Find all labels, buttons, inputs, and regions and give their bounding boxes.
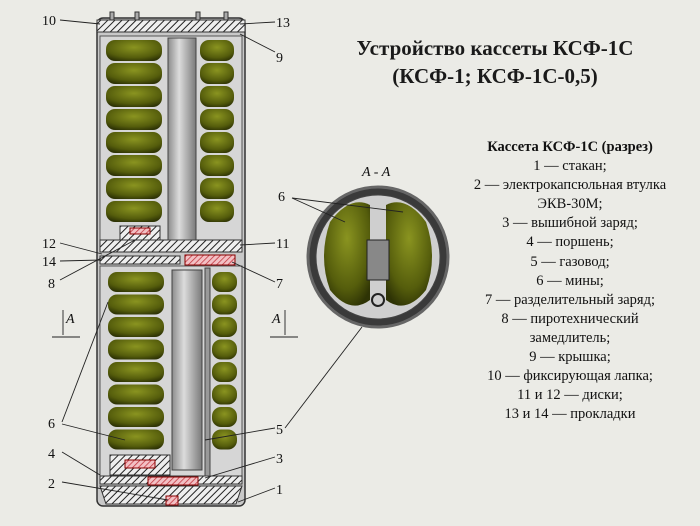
mine: [212, 407, 237, 427]
legend: Кассета КСФ-1С (разрез) 1 — стакан; 2 — э…: [445, 138, 695, 424]
mine: [108, 339, 164, 360]
callout-3: 3: [276, 452, 283, 467]
title-line-2: (КСФ-1; КСФ-1С-0,5): [392, 64, 598, 88]
legend-item: 8 — пиротехнический: [501, 310, 639, 327]
mine: [212, 429, 237, 450]
separating-charge: [184, 254, 236, 266]
leader-lines: [52, 19, 404, 503]
callout-12: 12: [42, 237, 56, 252]
section-a-a: A - A: [306, 165, 450, 329]
legend-heading: Кассета КСФ-1С (разрез): [487, 139, 653, 155]
mine: [200, 201, 234, 222]
title-line-1: Устройство кассеты КСФ-1С: [356, 36, 634, 60]
mine: [108, 407, 164, 427]
mine: [200, 132, 234, 153]
cup-bottom: [99, 485, 243, 505]
mine: [106, 109, 162, 130]
mines: [106, 40, 237, 450]
legend-item: 4 — поршень;: [526, 234, 614, 251]
section-label: A - A: [361, 165, 391, 180]
mine: [108, 362, 164, 382]
callout-2: 2: [48, 477, 55, 492]
mine: [212, 384, 237, 405]
callouts: 10 13 9 12 14 8 11 7 A A 6 5 4 3 2 1 6: [42, 14, 290, 498]
mine: [108, 317, 164, 337]
callout-6-lower: 6: [48, 417, 55, 432]
disk-12: [99, 255, 181, 265]
mine: [200, 109, 234, 130]
mine: [200, 86, 234, 107]
lid: [96, 19, 246, 33]
mine: [200, 178, 234, 199]
callout-7: 7: [276, 277, 283, 292]
legend-item: 3 — вышибной заряд;: [502, 215, 638, 232]
mine: [106, 86, 162, 107]
callout-13: 13: [276, 16, 290, 31]
mine: [106, 178, 162, 199]
callout-9: 9: [276, 51, 283, 66]
legend-item: 13 и 14 — прокладки: [504, 406, 636, 423]
legend-item: 9 — крышка;: [529, 349, 611, 366]
legend-item: 5 — газовод;: [530, 253, 610, 270]
legend-item: 7 — разделительный заряд;: [485, 291, 655, 308]
callout-8: 8: [48, 277, 55, 292]
mine: [200, 155, 234, 176]
legend-item: 6 — мины;: [536, 272, 604, 289]
ejection-charge: [147, 476, 199, 486]
callout-11: 11: [276, 237, 289, 252]
mine: [108, 429, 164, 450]
mine: [106, 155, 162, 176]
legend-item: замедлитель;: [529, 329, 611, 346]
callout-1: 1: [276, 483, 283, 498]
mine: [106, 132, 162, 153]
mine: [212, 362, 237, 382]
mine: [200, 40, 234, 61]
mine: [212, 294, 237, 315]
callout-6-section: 6: [278, 190, 285, 205]
gas-pipe: [204, 267, 211, 477]
section-mine-left: [324, 202, 370, 306]
callout-14: 14: [42, 255, 56, 270]
mine: [200, 63, 234, 84]
legend-item: 11 и 12 — диски;: [517, 387, 623, 404]
callout-a-left: A: [65, 312, 75, 327]
callout-a-right: A: [271, 312, 281, 327]
mine: [212, 272, 237, 292]
section-mine-right: [386, 202, 432, 306]
mine: [106, 63, 162, 84]
mine: [106, 40, 162, 61]
legend-item: ЭКВ-30М;: [537, 196, 603, 213]
legend-item: 1 — стакан;: [533, 158, 607, 175]
electric-primer: [165, 495, 179, 506]
callout-5: 5: [276, 423, 283, 438]
disk-11: [99, 239, 243, 253]
mine: [212, 317, 237, 337]
mine: [108, 384, 164, 405]
mine: [108, 272, 164, 292]
legend-item: 2 — электрокапсюльная втулка: [473, 177, 667, 194]
mine: [212, 339, 237, 360]
callout-10: 10: [42, 14, 56, 29]
mine: [106, 201, 162, 222]
legend-item: 10 — фиксирующая лапка;: [487, 368, 653, 385]
callout-4: 4: [48, 447, 55, 462]
mine: [108, 294, 164, 315]
